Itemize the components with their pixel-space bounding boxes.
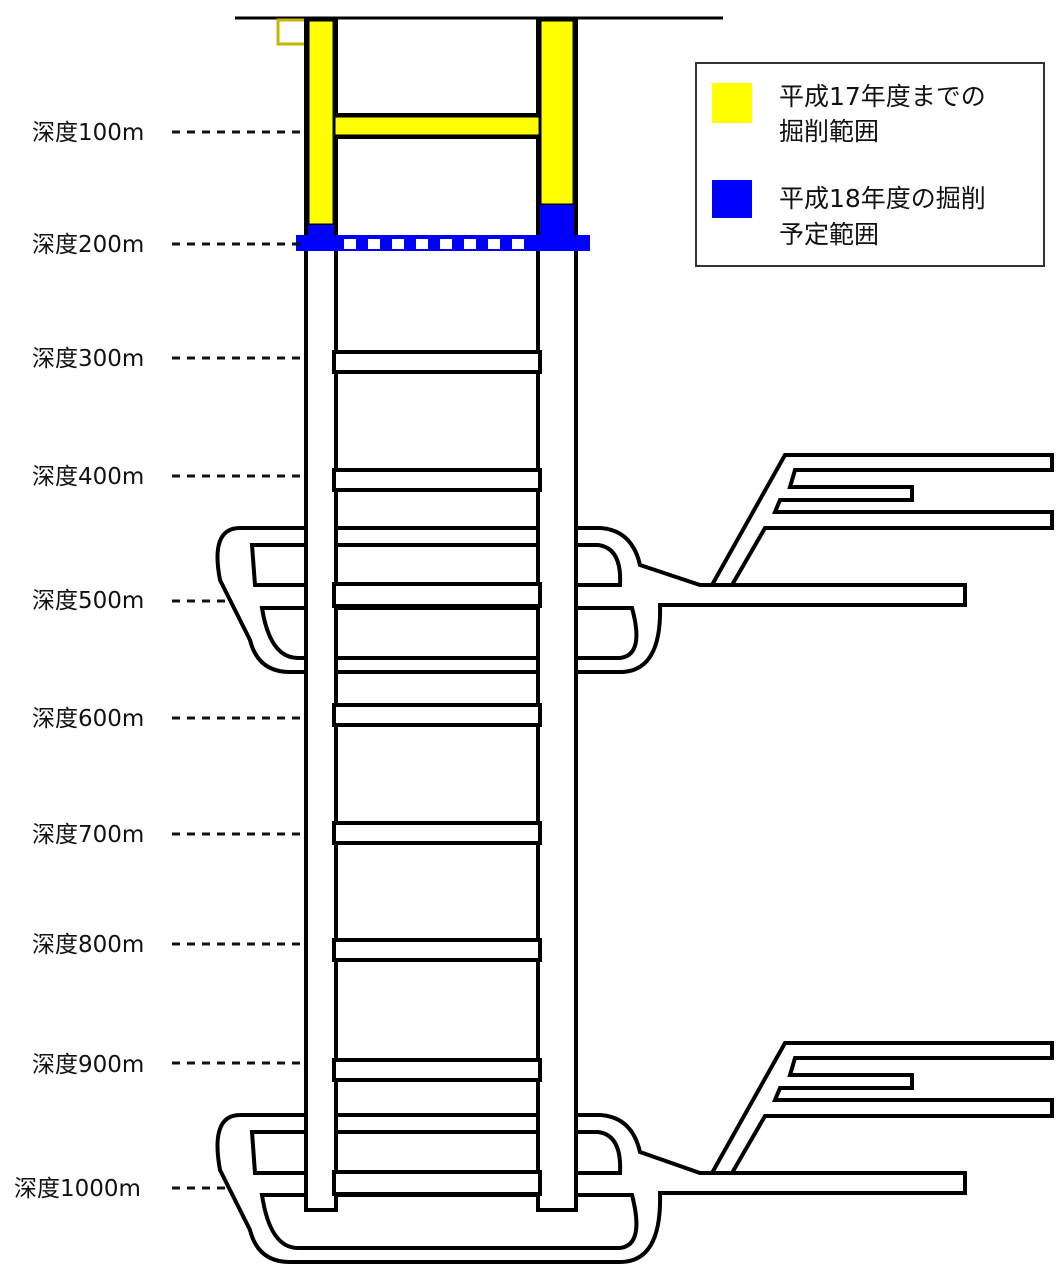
legend-swatch-blue [712, 180, 752, 218]
depth-label: 深度300m [32, 346, 144, 372]
legend-label-line2: 掘削範囲 [779, 117, 879, 146]
legend-swatch-yellow [712, 83, 752, 123]
depth-label: 深度1000m [14, 1176, 141, 1202]
depth-label: 深度800m [32, 932, 144, 958]
depth-label: 深度500m [32, 588, 144, 614]
surface-structure [276, 18, 308, 46]
planned-h18 [296, 205, 590, 251]
excavated-until-h17 [306, 18, 576, 227]
depth-label: 深度700m [32, 822, 144, 848]
depth-label: 深度200m [32, 232, 144, 258]
legend-frame [695, 62, 1045, 267]
depth-label: 深度900m [32, 1052, 144, 1078]
depth-label: 深度600m [32, 706, 144, 732]
legend: 平成17年度までの 掘削範囲 平成18年度の掘削 予定範囲 [695, 62, 1045, 267]
depth-label: 深度400m [32, 464, 144, 490]
gallery-500m [215, 453, 1054, 674]
legend-label-line1: 平成17年度までの [779, 82, 986, 111]
legend-label-line2: 予定範囲 [779, 220, 879, 249]
depth-scale: 深度100m 深度200m 深度300m 深度400m 深度500m 深度600… [14, 120, 300, 1202]
depth-label: 深度100m [32, 120, 144, 146]
gallery-1000m [215, 1041, 1054, 1264]
legend-label-line1: 平成18年度の掘削 [779, 184, 986, 213]
